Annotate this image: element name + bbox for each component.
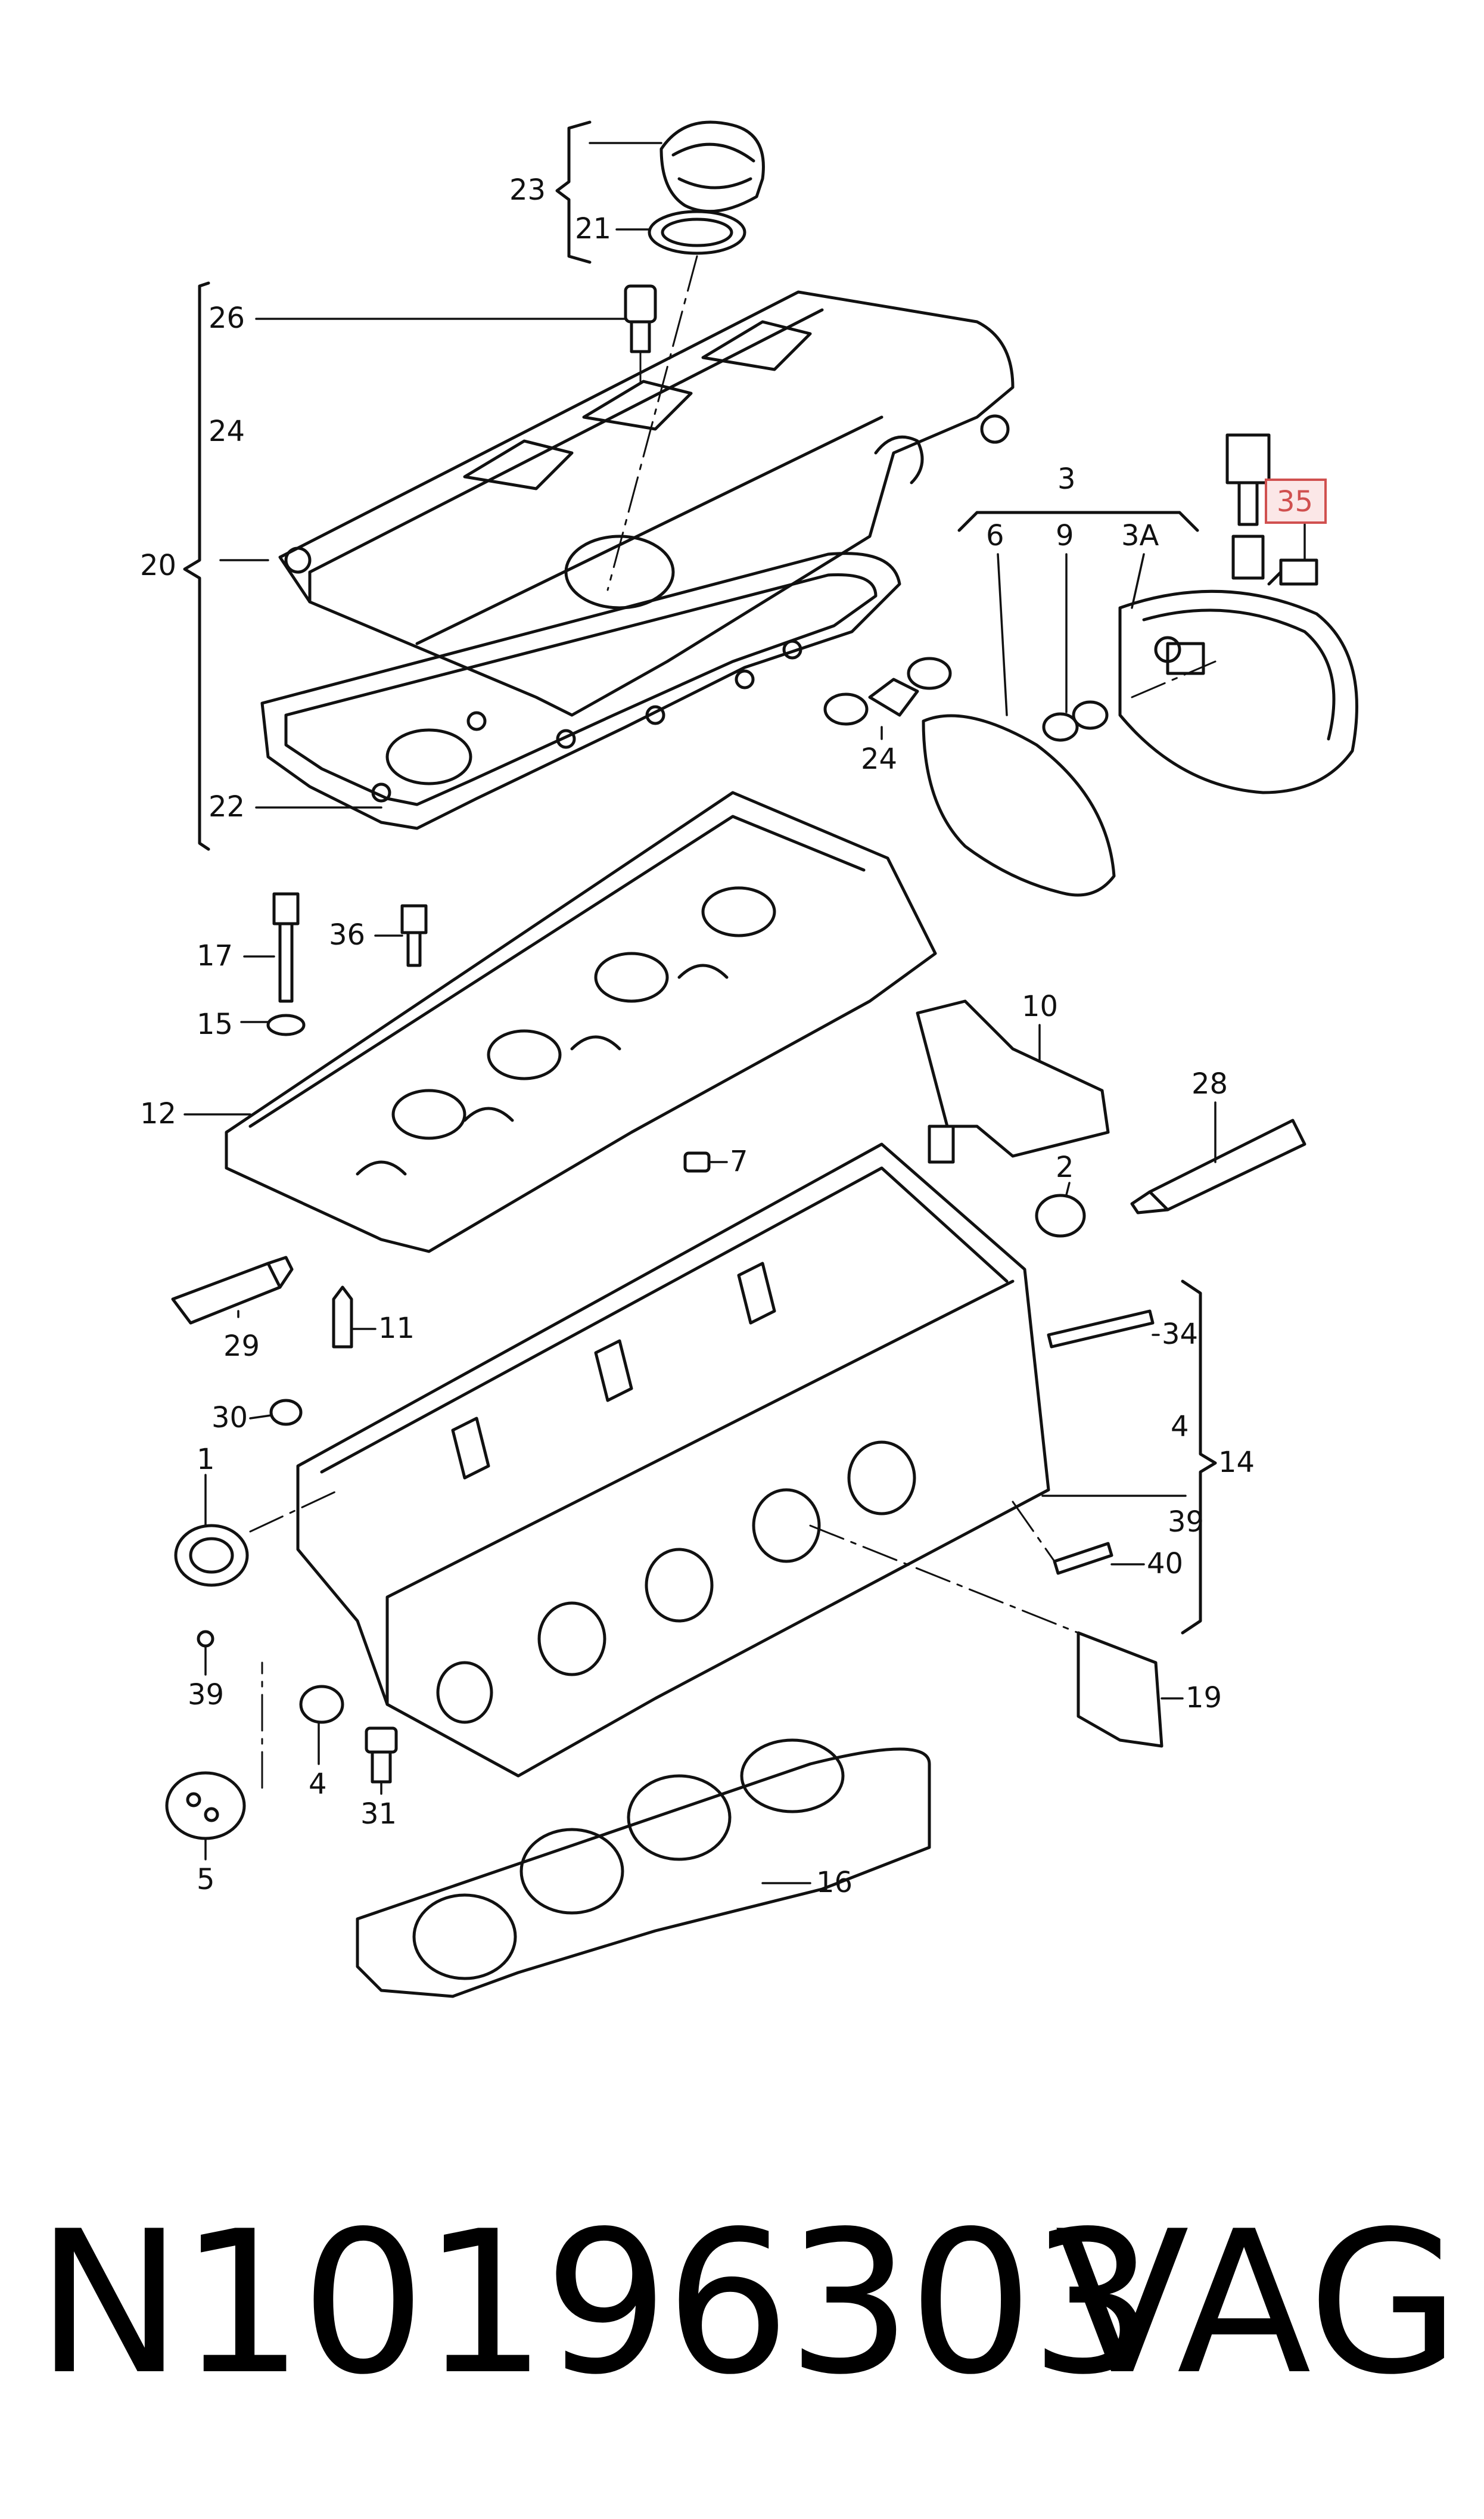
label-7: 7 [730,1145,748,1178]
label-10: 10 [1022,990,1058,1023]
label-26: 26 [209,302,245,335]
label-4a: 4 [1171,1410,1189,1443]
label-17: 17 [197,939,233,973]
leader-30 [249,1414,272,1420]
vent-bolt [624,284,657,353]
dowel-pin [332,1285,353,1349]
axis-line-head [809,1524,1079,1634]
label-3: 3 [1057,462,1076,496]
stud-40 [1053,1542,1113,1575]
axis-line-cap [606,255,698,591]
bracket-3 [957,511,1199,532]
oil-seal-2 [1035,1194,1086,1238]
bracket-23 [555,120,592,264]
label-36: 36 [329,918,365,952]
sealant-tube-29 [171,1256,294,1325]
label-5: 5 [197,1863,215,1896]
label-20: 20 [140,549,176,582]
label-16: 16 [816,1866,853,1899]
cylinder-head-cover [278,290,1015,717]
label-30: 30 [211,1401,248,1434]
stud-34 [1047,1309,1155,1349]
label-34: 34 [1162,1318,1198,1351]
cap-7 [683,1151,711,1173]
screw-35 [1267,558,1318,586]
sensor-connector [1225,433,1271,580]
label-24b: 24 [861,743,897,776]
vacuum-pump [1118,589,1358,794]
brand-name: VAG [1054,2189,1460,2418]
bearing-ladder [225,791,937,1253]
cover-gasket [260,552,901,830]
seal-4 [299,1685,344,1724]
label-2: 2 [1056,1151,1074,1184]
label-31: 31 [360,1797,397,1831]
bracket-14 [1181,1279,1217,1635]
bolt-36 [400,904,428,967]
axis-line-seal [249,1489,341,1533]
label-35: 35 [1277,485,1313,518]
vacuum-pump-gasket [922,714,1116,897]
label-14: 14 [1218,1446,1255,1479]
label-39l: 39 [188,1678,224,1712]
label-15: 15 [197,1008,233,1041]
label-9: 9 [1056,519,1074,552]
label-1: 1 [197,1443,215,1476]
exploded-parts-diagram: 23 21 26 24 20 22 3 6 9 3A 35 24 17 36 1… [140,120,1358,1998]
o-rings [1042,700,1109,742]
label-19: 19 [1186,1681,1222,1714]
label-4b: 4 [309,1768,327,1801]
head-gasket [356,1738,931,1998]
axis-line-stud [1012,1501,1056,1563]
sprocket [165,1771,246,1840]
label-11: 11 [378,1312,415,1345]
label-6: 6 [986,519,1004,552]
label-23: 23 [509,173,546,207]
cylinder-head [296,1142,1050,1778]
leader-2 [1065,1182,1071,1196]
sealant-tube [1130,1119,1306,1215]
highlight-box-35 [1265,479,1327,524]
label-28: 28 [1191,1067,1228,1101]
leader-3a [1131,553,1145,609]
washer [266,1014,306,1036]
label-21: 21 [575,212,611,246]
axis-line-pump [1131,660,1217,698]
label-3a: 3A [1121,519,1159,552]
label-12: 12 [140,1097,176,1130]
small-seal-set [823,657,952,726]
label-39r: 39 [1168,1505,1204,1539]
oil-filler-cap [648,120,765,255]
heat-shield [1077,1631,1163,1748]
label-24a: 24 [209,415,245,448]
leader-6 [997,553,1008,716]
bolt-31 [365,1726,398,1784]
plug-30 [269,1399,303,1426]
label-29: 29 [223,1330,260,1363]
chain-tensioner [916,999,1110,1164]
label-40: 40 [1147,1547,1183,1580]
part-number: N10196303 [36,2189,1155,2418]
ball-39 [197,1630,214,1648]
label-22: 22 [209,790,245,824]
bracket-20 [183,281,210,851]
head-bolt [272,892,300,1003]
oil-seal-1 [174,1524,249,1587]
